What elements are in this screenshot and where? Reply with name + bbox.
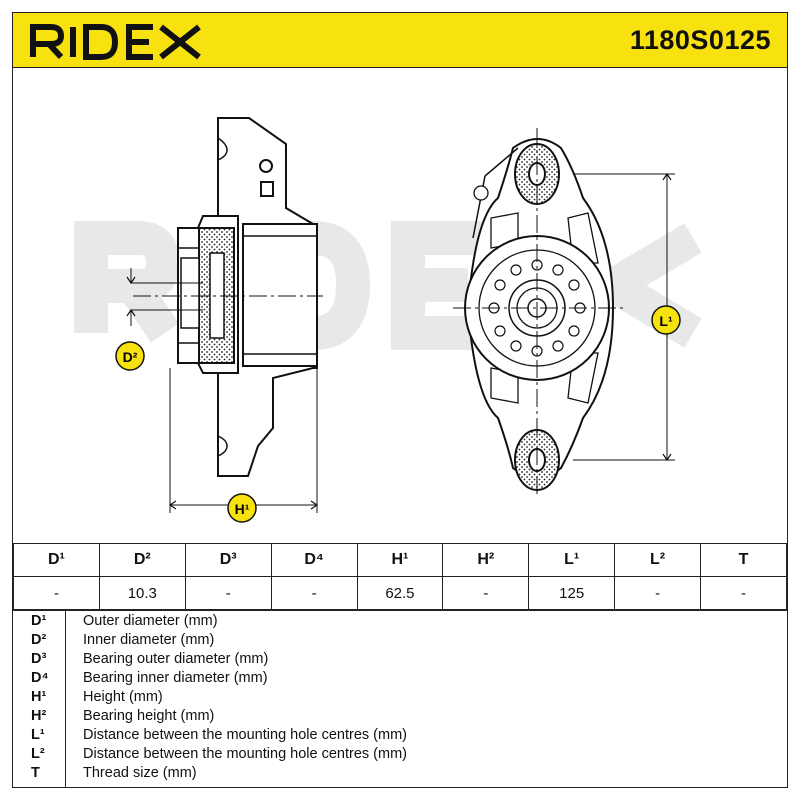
front-view-centerlines [453,128,623,498]
h1-badge [227,493,257,523]
legend-code: H¹ [31,689,47,705]
legend-desc: Thread size (mm) [83,765,197,781]
legend-row: D³ Bearing outer diameter (mm) [13,651,787,670]
legend-row: D¹ Outer diameter (mm) [13,613,787,632]
legend-desc: Bearing inner diameter (mm) [83,670,268,686]
legend-code: D³ [31,651,47,667]
spec-value: - [442,576,530,610]
spec-value: 62.5 [356,576,444,610]
legend-row: H² Bearing height (mm) [13,708,787,727]
spec-value-row: - 10.3 - - 62.5 - 125 - - [13,576,787,610]
spec-header: T [700,543,787,577]
legend: D¹ Outer diameter (mm) D² Inner diameter… [13,610,787,788]
legend-row: D² Inner diameter (mm) [13,632,787,651]
ridex-logo [30,24,201,60]
spec-header-row: D¹ D² D³ D⁴ H¹ H² L¹ L² T [13,543,787,577]
legend-desc: Bearing outer diameter (mm) [83,651,269,667]
legend-code: D⁴ [31,670,49,686]
legend-row: D⁴ Bearing inner diameter (mm) [13,670,787,689]
l1-badge [651,305,681,335]
legend-row: T Thread size (mm) [13,765,787,784]
legend-code: D² [31,632,47,648]
spec-value: 125 [528,576,616,610]
spec-header: D³ [184,543,272,577]
d2-dimension [126,268,203,326]
h1-label: H¹ [235,501,250,517]
legend-row: L² Distance between the mounting hole ce… [13,746,787,765]
spec-table: D¹ D² D³ D⁴ H¹ H² L¹ L² T - 10.3 - - 62.… [13,543,787,610]
legend-desc: Distance between the mounting hole centr… [83,746,407,762]
d2-badge [115,341,145,371]
part-number: 1180S0125 [629,25,771,55]
legend-desc: Inner diameter (mm) [83,632,215,648]
legend-divider [65,611,66,788]
small-hole [473,185,489,201]
spec-value: - [270,576,358,610]
legend-code: D¹ [31,613,47,629]
legend-code: T [31,765,40,781]
spec-value: - [184,576,272,610]
side-view [177,117,318,477]
spec-value: - [614,576,701,610]
spec-value: 10.3 [98,576,186,610]
l1-label: L¹ [659,313,673,329]
legend-desc: Outer diameter (mm) [83,613,218,629]
spec-header: L² [614,543,701,577]
spec-value: - [13,576,100,610]
legend-code: L¹ [31,727,45,743]
spec-header: D⁴ [270,543,358,577]
legend-row: H¹ Height (mm) [13,689,787,708]
legend-code: L² [31,746,45,762]
legend-desc: Distance between the mounting hole centr… [83,727,407,743]
legend-row: L¹ Distance between the mounting hole ce… [13,727,787,746]
legend-desc: Bearing height (mm) [83,708,215,724]
spec-value: - [700,576,787,610]
spec-header: D² [98,543,186,577]
product-sheet: 1180S0125 [12,12,788,788]
spec-header: H² [442,543,530,577]
technical-drawing: D² H¹ [74,117,702,523]
header-bar: 1180S0125 [13,13,787,68]
d2-label: D² [123,349,138,365]
spec-header: D¹ [13,543,100,577]
spec-header: L¹ [528,543,616,577]
legend-desc: Height (mm) [83,689,163,705]
legend-code: H² [31,708,47,724]
spec-header: H¹ [356,543,444,577]
